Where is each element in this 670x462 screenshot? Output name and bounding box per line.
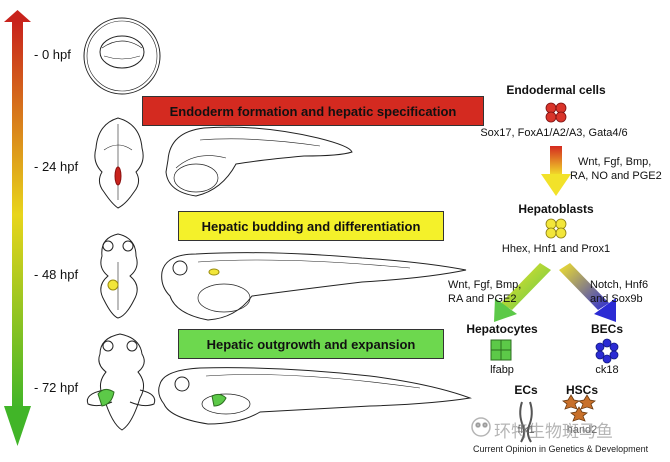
hsc-marker-label: hand2	[566, 424, 598, 436]
becs-icon	[595, 338, 619, 364]
stage-label-48hpf: - 48 hpf	[34, 267, 79, 282]
hepatocyte-differentiation-arrow	[494, 263, 551, 322]
signals-1-line2: RA, NO and PGE2	[570, 170, 662, 182]
signals-bec-line2: and Sox9b	[590, 293, 643, 305]
embryo-48hpf-dorsal	[100, 233, 138, 319]
becs-label: BECs	[590, 322, 624, 336]
signals-1-line1: Wnt, Fgf, Bmp,	[578, 156, 652, 168]
endoderm-factors-label: Sox17, FoxA1/A2/A3, Gata4/6	[480, 127, 628, 139]
hepatocytes-label: Hepatocytes	[466, 322, 538, 336]
bec-differentiation-arrow	[559, 263, 616, 322]
signals-hepatocyte-line2: RA and PGE2	[448, 293, 517, 305]
specification-arrow	[541, 146, 571, 196]
stage-label-72hpf: - 72 hpf	[34, 380, 79, 395]
time-arrow	[4, 10, 31, 446]
embryo-72hpf-lateral	[158, 367, 472, 425]
embryo-24hpf-lateral	[165, 126, 353, 197]
hscs-label: HSCs	[565, 383, 599, 397]
embryo-24hpf-dorsal	[94, 117, 144, 209]
egg-illustration	[83, 17, 161, 95]
hepatocytes-icon	[490, 339, 512, 361]
ecs-label: ECs	[514, 383, 538, 397]
journal-credit: Current Opinion in Genetics & Developmen…	[473, 444, 649, 454]
stage-label-24hpf: - 24 hpf	[34, 159, 79, 174]
embryo-72hpf-dorsal	[86, 333, 156, 431]
watermark-logo-icon	[471, 417, 491, 437]
banner-endoderm-formation: Endoderm formation and hepatic specifica…	[142, 96, 484, 126]
signals-hepatocyte-line1: Wnt, Fgf, Bmp,	[448, 279, 522, 291]
hepatoblasts-label: Hepatoblasts	[518, 202, 594, 216]
signals-bec-line1: Notch, Hnf6	[590, 279, 649, 291]
watermark-text: 环特生物斑马鱼	[494, 422, 613, 441]
stage-label-0hpf: - 0 hpf	[34, 47, 71, 62]
endodermal-cells-icon	[545, 102, 567, 123]
embryo-48hpf-lateral	[161, 252, 467, 321]
hepatoblasts-icon	[545, 218, 567, 239]
hscs-icon	[562, 394, 596, 422]
hepatoblast-factors-label: Hhex, Hnf1 and Prox1	[501, 243, 611, 255]
bec-marker-label: ck18	[595, 364, 619, 376]
ec-marker-label: flk1	[517, 424, 535, 436]
banner-hepatic-outgrowth: Hepatic outgrowth and expansion	[178, 329, 444, 359]
ecs-icon	[519, 401, 533, 443]
endodermal-cells-label: Endodermal cells	[506, 83, 606, 97]
hepatocyte-marker-label: lfabp	[490, 364, 514, 376]
banner-hepatic-budding: Hepatic budding and differentiation	[178, 211, 444, 241]
